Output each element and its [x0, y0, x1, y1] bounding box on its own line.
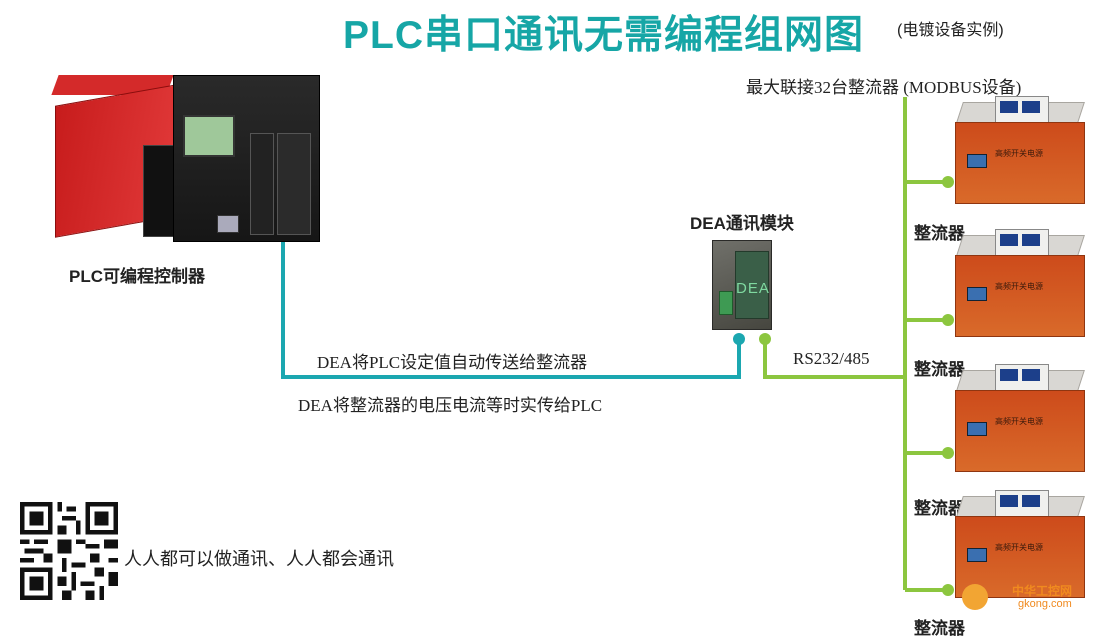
watermark-url: gkong.com — [1018, 598, 1072, 610]
dea-bus-link — [763, 339, 905, 379]
rectifier-meter-panel — [995, 229, 1049, 259]
max-connect-label: 最大联接32台整流器 (MODBUS设备) — [746, 78, 1022, 97]
rectifier-label: 整流器 — [914, 499, 965, 518]
rectifier-meter-panel — [995, 364, 1049, 394]
rectifier-meter-panel — [995, 490, 1049, 520]
page-title: PLC串口通讯无需编程组网图 — [343, 14, 865, 57]
rectifier-1: 高频开关电源 — [955, 96, 1085, 206]
rectifier-switch — [967, 287, 987, 301]
plc-lcd-display — [183, 115, 235, 157]
rectifier-switch — [967, 422, 987, 436]
rectifier-switch — [967, 548, 987, 562]
branch-node-4 — [942, 584, 954, 596]
flow-plc-to-rectifier: DEA将PLC设定值自动传送给整流器 — [317, 353, 588, 372]
slogan-text: 人人都可以做通讯、人人都会通讯 — [124, 549, 394, 569]
rectifier-label: 整流器 — [914, 224, 965, 243]
rectifier-switch — [967, 154, 987, 168]
watermark-cn: 中华工控网 — [1012, 584, 1073, 598]
rectifier-nameplate: 高频开关电源 — [995, 417, 1043, 426]
branch-node-1 — [942, 176, 954, 188]
rectifier-nameplate: 高频开关电源 — [995, 149, 1043, 158]
dea-green-node — [759, 333, 771, 345]
dea-teal-node — [733, 333, 745, 345]
dea-front-panel: DEA — [735, 251, 769, 319]
gear-icon — [962, 584, 988, 610]
dea-module-label: DEA通讯模块 — [690, 214, 794, 233]
plc-controller-image — [51, 75, 320, 245]
rectifier-nameplate: 高频开关电源 — [995, 282, 1043, 291]
plc-io-module-2 — [277, 133, 311, 235]
plc-terminal-block — [143, 145, 175, 237]
dea-logo: DEA — [736, 280, 770, 297]
rectifier-meter-panel — [995, 96, 1049, 126]
plc-dea-link — [281, 228, 741, 379]
dea-module-image: DEA — [712, 240, 772, 330]
rectifier-label: 整流器 — [914, 619, 965, 638]
qr-code-image — [20, 502, 118, 600]
branch-node-2 — [942, 314, 954, 326]
branch-node-3 — [942, 447, 954, 459]
rectifier-label: 整流器 — [914, 360, 965, 379]
dea-green-connector — [719, 291, 733, 315]
plc-io-module — [250, 133, 274, 235]
rectifier-2: 高频开关电源 — [955, 229, 1085, 339]
rectifier-3: 高频开关电源 — [955, 364, 1085, 474]
plc-label: PLC可编程控制器 — [69, 267, 205, 286]
flow-rectifier-to-plc: DEA将整流器的电压电流等时实传给PLC — [298, 396, 603, 415]
rectifier-nameplate: 高频开关电源 — [995, 543, 1043, 552]
page-subtitle: (电镀设备实例) — [897, 22, 1004, 39]
plc-ethernet-port — [217, 215, 239, 233]
rs-interface-label: RS232/485 — [793, 349, 870, 368]
